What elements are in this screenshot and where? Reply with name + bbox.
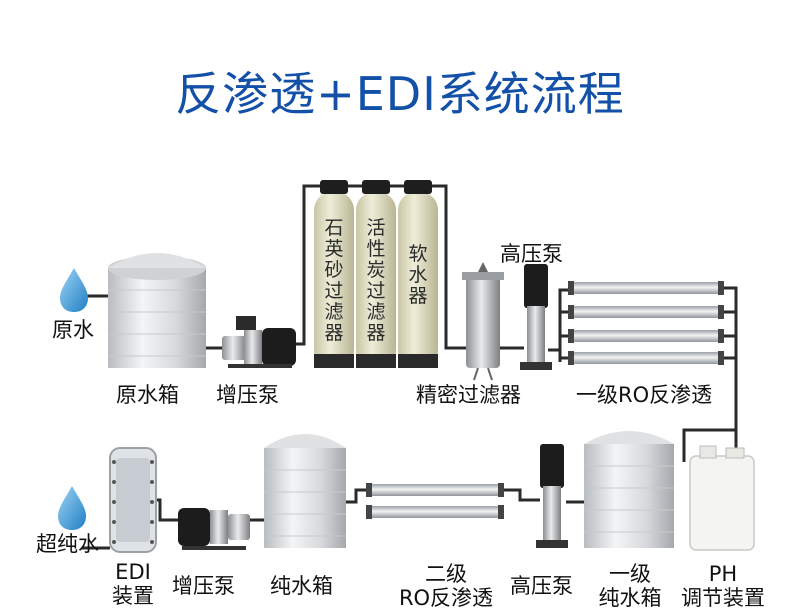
page-title: 反渗透+EDI系统流程 <box>175 67 625 121</box>
precision-filter-label: 精密过滤器 <box>416 383 521 407</box>
water-drop-icon <box>58 486 86 530</box>
ultrapure-water-label: 超纯水 <box>36 532 99 556</box>
pipe-ro2-puretank <box>344 488 368 504</box>
ro2-membranes <box>366 483 504 519</box>
first-grade-pure-water-tank <box>584 431 674 548</box>
edi-label-line2: 装置 <box>112 584 154 608</box>
pipe-hp2-ro2 <box>502 488 540 502</box>
pipe-ro1-manifold-right <box>722 310 736 360</box>
pure-tank-label: 纯水箱 <box>270 574 333 598</box>
precision-filter <box>462 262 504 381</box>
hp-pump-2-label: 高压泵 <box>510 574 573 598</box>
carbon-filter-tank <box>356 180 396 368</box>
ro2-label-line1: 二级 <box>425 562 467 586</box>
ph-label-line2: 调节装置 <box>681 586 765 610</box>
booster-pump-1 <box>222 316 296 368</box>
ph-adjust-device <box>689 445 755 551</box>
softener-label: 软水器 <box>408 243 428 307</box>
pipe-filter-precision <box>428 184 466 350</box>
pure-water-tank <box>264 434 346 548</box>
edi-label-line1: EDI <box>115 560 151 584</box>
ro1-membranes <box>568 281 724 365</box>
ph-label-line1: PH <box>708 562 738 586</box>
raw-water-tank <box>108 253 206 368</box>
ro1-label: 一级RO反渗透 <box>576 383 713 407</box>
pipe-pump-filters <box>296 184 326 346</box>
softener-tank <box>398 180 438 368</box>
filter-tanks <box>314 180 438 368</box>
booster-pump-1-label: 增压泵 <box>216 383 279 407</box>
hp-pump-1-label: 高压泵 <box>500 242 563 266</box>
first-tank-label-line1: 一级 <box>609 562 651 586</box>
edi-module <box>109 447 157 553</box>
ro2-label-line2: RO反渗透 <box>398 586 494 610</box>
raw-tank-label: 原水箱 <box>116 383 179 407</box>
booster-pump-2 <box>178 508 250 550</box>
first-tank-label-line2: 纯水箱 <box>598 586 662 610</box>
high-pressure-pump-2 <box>536 444 568 548</box>
water-drop-icon <box>60 268 88 312</box>
sand-filter-tank <box>314 180 354 368</box>
high-pressure-pump-1 <box>520 264 552 370</box>
carbon-filter-label: 活性炭过滤器 <box>366 217 386 344</box>
sand-filter-label: 石英砂过滤器 <box>324 217 344 344</box>
booster-pump-2-label: 增压泵 <box>172 574 235 598</box>
raw-water-label: 原水 <box>52 318 94 342</box>
